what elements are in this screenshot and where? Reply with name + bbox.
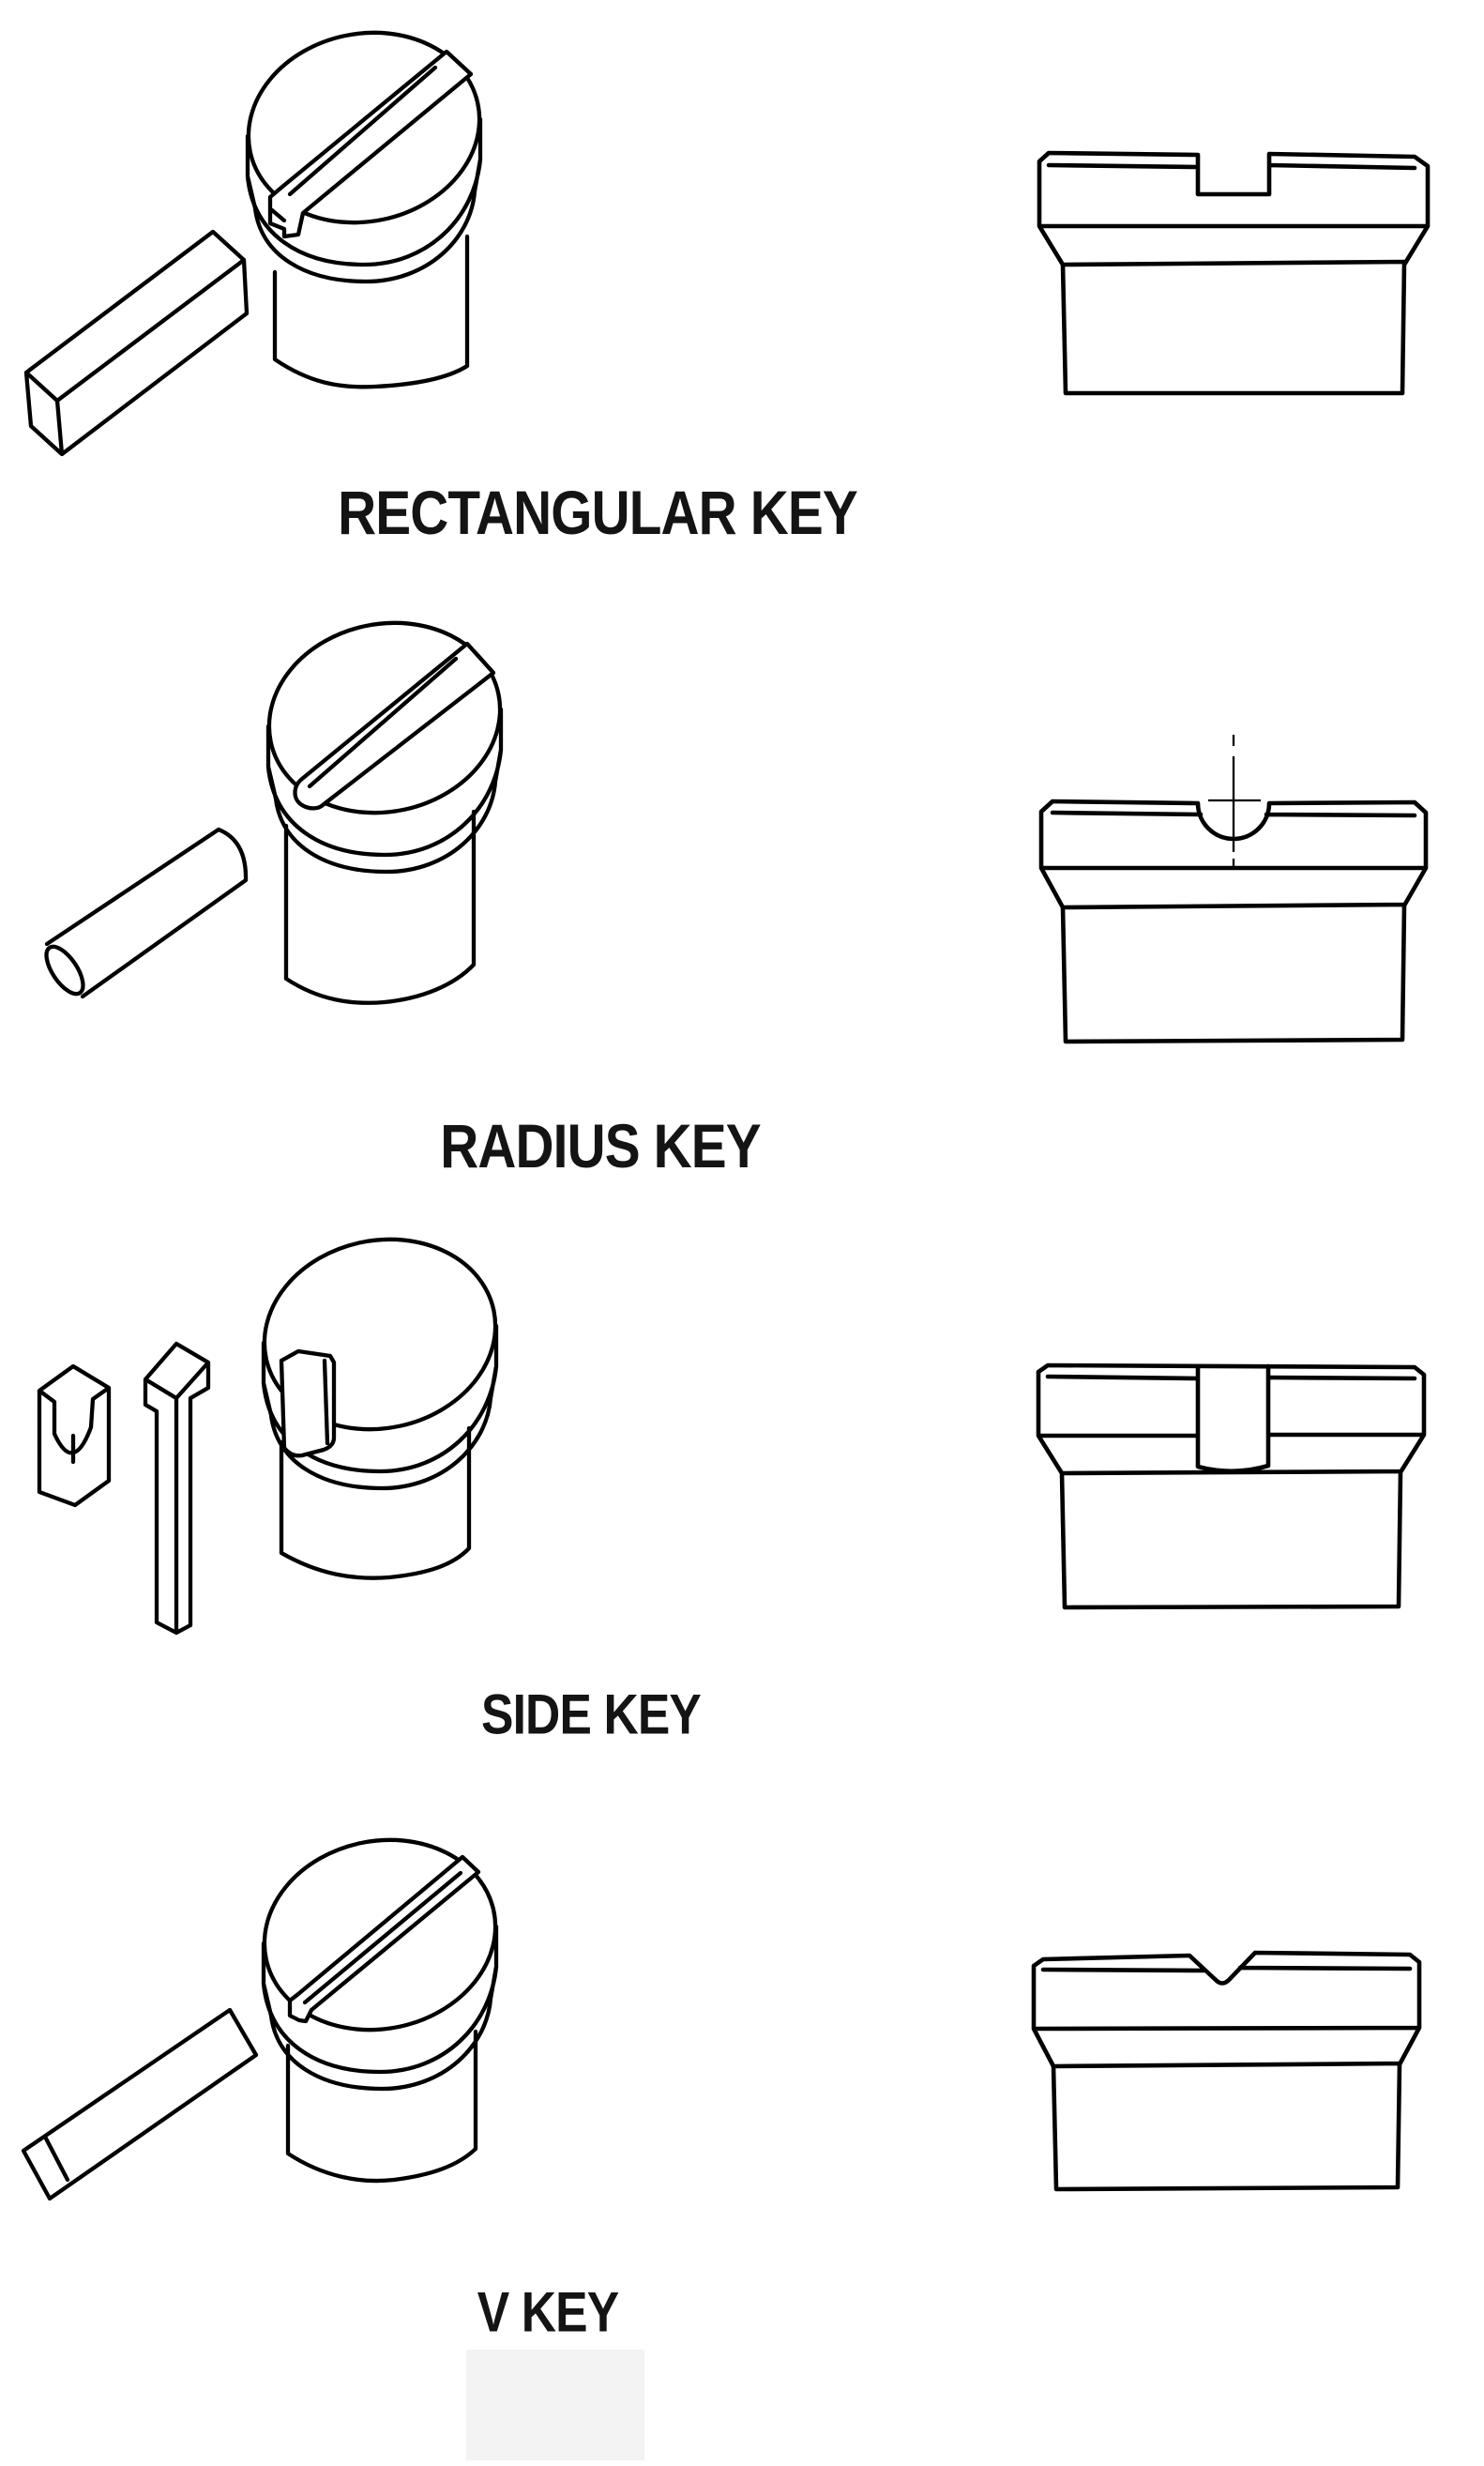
side-key-block-isometric [37,1363,112,1508]
side-key-row [37,1237,1427,1636]
v-key-bar-isometric [21,2007,259,2201]
side-keyway-hub-isometric [261,1237,499,1580]
row-label-radius-key: RADIUS KEY [440,1111,761,1180]
rect-keyway-hub-isometric [245,30,483,389]
side-key-bar-isometric [143,1341,211,1636]
rect-keyway-hub-profile [1037,150,1431,396]
row-label-side-key: SIDE KEY [481,1682,702,1746]
v-keyway-hub-isometric [261,1837,499,2184]
rectangular-key-row [23,30,1431,457]
rectangular-key-isometric [23,229,250,457]
radius-keyway-hub-profile [1038,735,1429,1044]
row-label-rectangular-key: RECTANGULAR KEY [338,478,858,547]
radius-keyway-hub-isometric [265,620,504,1005]
centerline [1208,735,1261,870]
radius-key-rod-isometric [44,827,249,999]
v-key-row [21,1837,1422,2460]
radius-key-row [44,620,1429,1044]
faint-watermark-remnant [466,2350,644,2460]
v-keyway-hub-profile [1031,1950,1422,2192]
side-keyway-hub-profile [1036,1362,1427,1610]
row-label-v-key: V KEY [477,2280,619,2344]
